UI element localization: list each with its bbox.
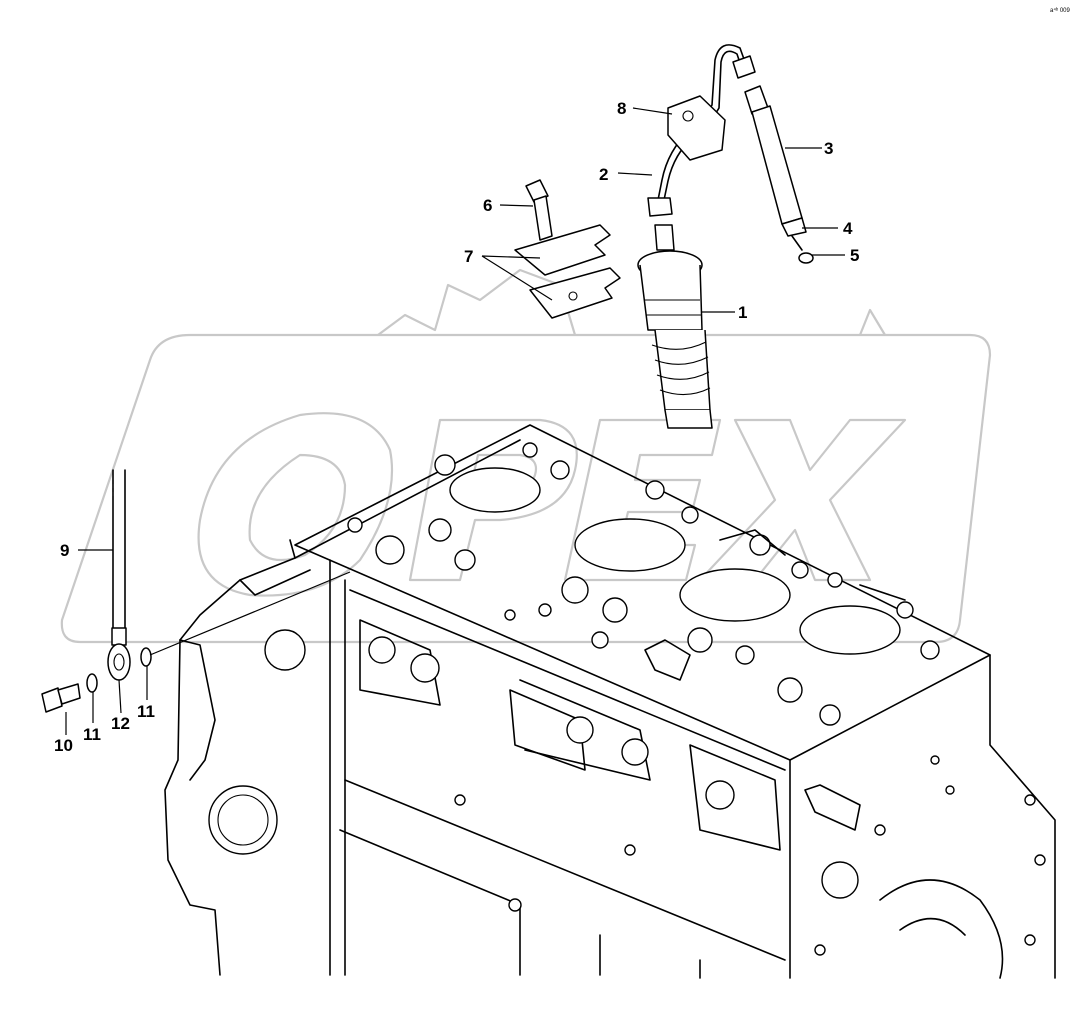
callout-10: 10 xyxy=(54,736,73,755)
injector-body xyxy=(744,85,807,251)
cylinder-bore xyxy=(449,467,541,513)
copper-washer-right xyxy=(140,647,152,667)
callout-3: 3 xyxy=(824,139,833,158)
leader-2 xyxy=(617,172,653,176)
cylinder-bore xyxy=(574,518,686,572)
callout-5: 5 xyxy=(850,246,859,265)
copper-washer-left xyxy=(86,673,98,693)
pipe-nut-lower xyxy=(647,197,673,217)
callout-4: 4 xyxy=(843,219,853,238)
callout-7: 7 xyxy=(464,247,473,266)
drawing-reference: a⁴ᵇ 009 xyxy=(1050,7,1071,14)
callout-6: 6 xyxy=(483,196,492,215)
pipe-clamp-plate xyxy=(667,95,726,161)
callout-1: 1 xyxy=(738,303,747,322)
front-bore xyxy=(208,785,278,855)
cylinder-bore xyxy=(799,605,901,655)
cylinder-bore xyxy=(679,568,791,622)
callout-11a: 11 xyxy=(83,725,101,744)
callout-9: 9 xyxy=(60,541,69,560)
leader-8 xyxy=(632,107,673,115)
clamp-plate-upper xyxy=(514,224,611,276)
banjo-fitting xyxy=(107,643,131,681)
clamp-plate-lower xyxy=(529,267,621,319)
leader-7 xyxy=(481,255,553,301)
callout-2: 2 xyxy=(599,165,608,184)
callout-8: 8 xyxy=(617,99,626,118)
banjo-bolt xyxy=(41,683,81,713)
leader-12 xyxy=(118,679,122,714)
sealing-washer xyxy=(798,252,814,264)
engine-block xyxy=(164,424,1056,979)
fuel-hose xyxy=(111,469,127,646)
bracket-bolt xyxy=(525,179,553,241)
pipe-nut-upper xyxy=(732,55,756,79)
watermark-logo xyxy=(60,268,992,644)
injection-pump-element xyxy=(637,224,713,429)
callout-11b: 11 xyxy=(137,702,155,721)
callout-12: 12 xyxy=(111,714,130,733)
leader-6 xyxy=(499,204,534,207)
